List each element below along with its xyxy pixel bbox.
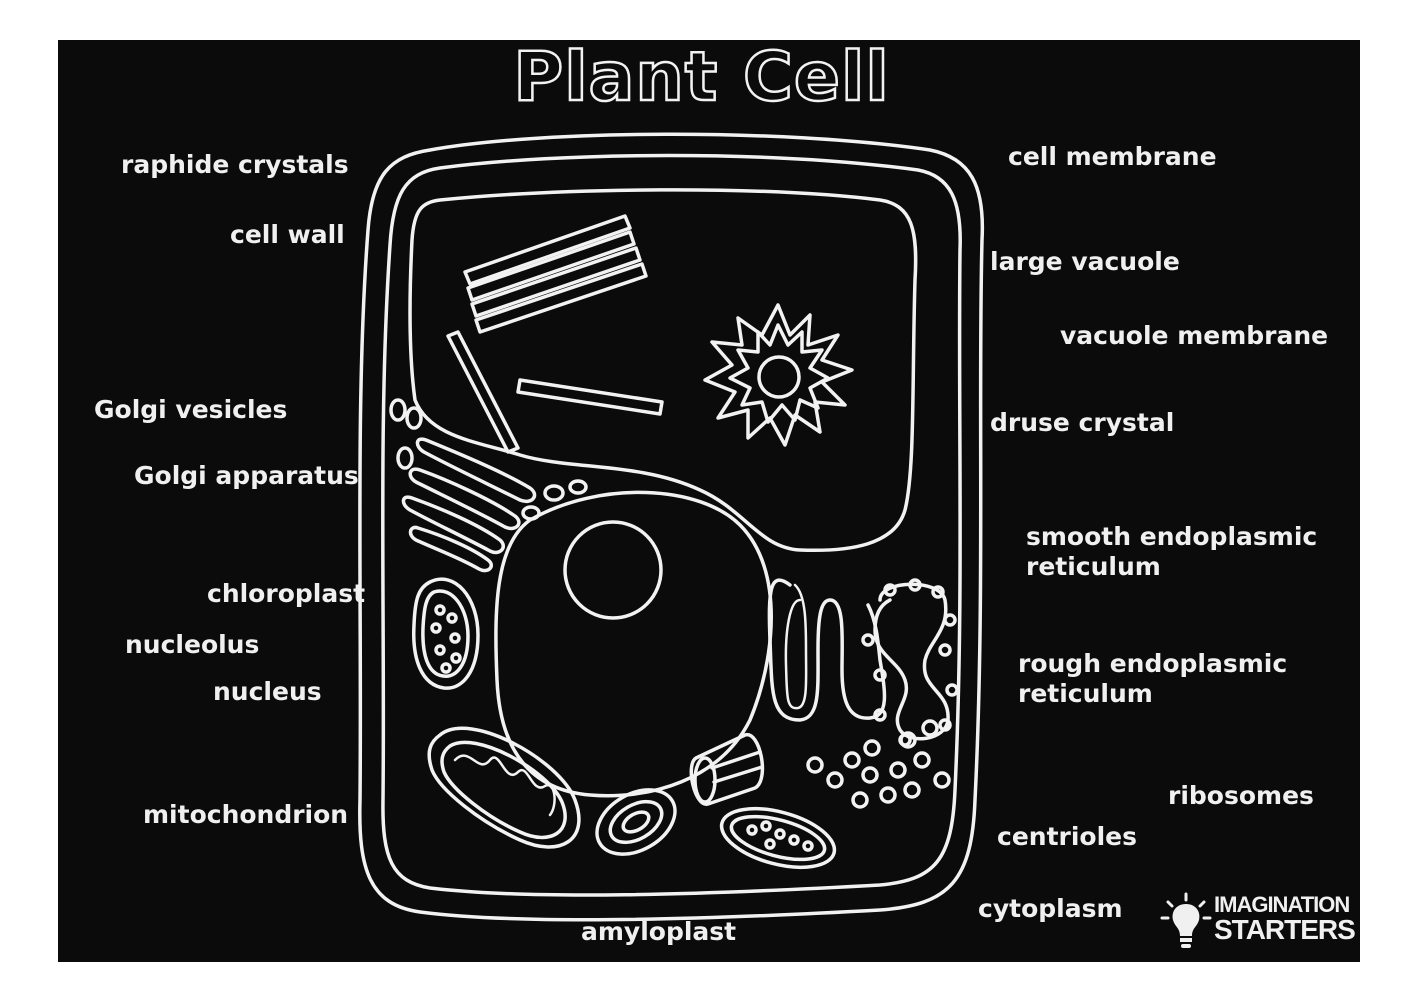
large-vacuole-outline (408, 188, 918, 553)
ribosomes-shape (806, 719, 951, 809)
label-centrioles: centrioles (997, 822, 1138, 851)
label-cell-membrane: cell membrane (1008, 142, 1217, 171)
cell-wall-outline (358, 132, 985, 922)
label-chloroplast: chloroplast (207, 579, 366, 608)
amyloplast-shape (595, 788, 677, 856)
label-raphide-crystals: raphide crystals (121, 150, 349, 179)
label-large-vacuole: large vacuole (990, 247, 1180, 276)
label-nucleus: nucleus (213, 677, 322, 706)
label-cell-wall: cell wall (230, 220, 345, 249)
label-vacuole-membrane: vacuole membrane (1060, 321, 1329, 350)
mitochondrion-shape (427, 726, 581, 849)
plastid-shape (719, 806, 837, 870)
chloroplast-shape (412, 577, 480, 690)
nucleolus-outline (563, 520, 663, 620)
diagram-board (58, 40, 1360, 962)
logo-line1: IMAGINATION (1214, 892, 1350, 917)
label-druse-crystal: druse crystal (990, 408, 1175, 437)
imagination-starters-logo: IMAGINATION STARTERS (1160, 892, 1356, 952)
nucleus-outline (494, 490, 773, 798)
cell-membrane-outline (381, 153, 962, 897)
label-nucleolus: nucleolus (125, 630, 260, 659)
logo-text: IMAGINATION STARTERS (1214, 892, 1356, 945)
golgi-vesicles-shape (389, 398, 588, 521)
diagram-title: Plant Cell (512, 38, 890, 117)
label-smooth-er-line1: smooth endoplasmic (1026, 522, 1318, 551)
label-golgi-apparatus: Golgi apparatus (134, 461, 359, 490)
label-rough-er-line1: rough endoplasmic (1018, 649, 1288, 678)
centrioles-shape (689, 733, 765, 806)
label-amyloplast: amyloplast (581, 917, 737, 946)
golgi-apparatus-shape (401, 437, 537, 573)
druse-crystal-shape (703, 303, 854, 447)
label-smooth-er: smooth endoplasmic reticulum (1026, 522, 1317, 582)
label-golgi-vesicles: Golgi vesicles (94, 395, 288, 424)
logo-line2: STARTERS (1214, 914, 1356, 945)
label-rough-er-line2: reticulum (1018, 679, 1153, 708)
raphide-crystals-shape (446, 214, 664, 454)
rough-er-shape (861, 578, 959, 747)
smooth-er-shape (767, 578, 887, 722)
label-mitochondrion: mitochondrion (143, 800, 349, 829)
lightbulb-icon (1160, 892, 1212, 948)
label-smooth-er-line2: reticulum (1026, 552, 1161, 581)
label-cytoplasm: cytoplasm (978, 894, 1123, 923)
label-ribosomes: ribosomes (1168, 781, 1314, 810)
label-rough-er: rough endoplasmic reticulum (1018, 649, 1287, 709)
